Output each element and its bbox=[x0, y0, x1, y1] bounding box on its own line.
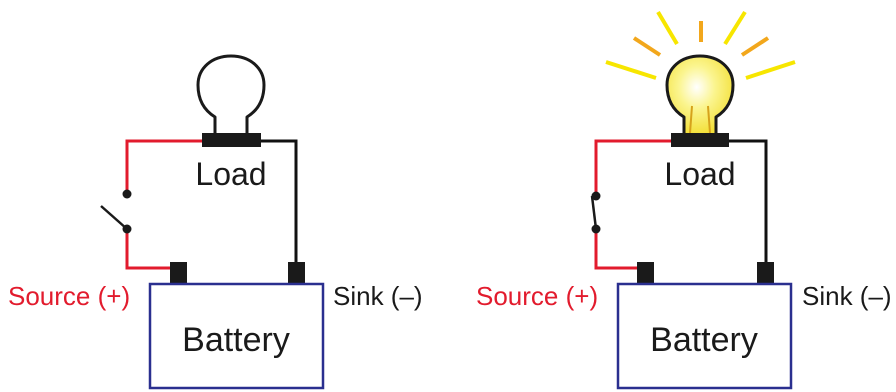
right-bulb-icon bbox=[665, 54, 735, 134]
left-switch-lever bbox=[100, 205, 128, 230]
left-load-socket bbox=[202, 133, 261, 147]
right-battery-terminal-positive bbox=[637, 262, 654, 284]
left-sink-wire bbox=[261, 139, 298, 262]
left-source-label: Source (+) bbox=[8, 281, 130, 311]
right-bulb-filament bbox=[689, 105, 711, 134]
right-load-label: Load bbox=[664, 156, 735, 192]
right-battery-terminal-negative bbox=[757, 262, 774, 284]
right-source-label: Source (+) bbox=[476, 281, 598, 311]
left-battery-terminal-positive bbox=[170, 262, 187, 284]
right-source-wire-lower bbox=[594, 229, 640, 270]
left-circuit: Load Battery Source (+) Sink (–) bbox=[8, 54, 423, 390]
right-battery-label: Battery bbox=[650, 321, 758, 359]
left-source-wire-lower bbox=[125, 229, 172, 270]
left-sink-label: Sink (–) bbox=[333, 281, 423, 311]
left-battery bbox=[148, 282, 325, 390]
right-source-wire bbox=[594, 139, 671, 194]
right-switch-lever bbox=[590, 195, 598, 230]
right-battery bbox=[616, 282, 793, 390]
right-circuit: Load Battery Source (+) Sink (–) bbox=[476, 10, 892, 390]
right-sink-label: Sink (–) bbox=[802, 281, 892, 311]
left-switch-contact-top bbox=[122, 189, 132, 199]
left-battery-label: Battery bbox=[182, 321, 290, 359]
left-source-wire bbox=[125, 139, 202, 192]
right-switch-contact-top bbox=[591, 191, 601, 201]
left-battery-terminal-negative bbox=[288, 262, 305, 284]
left-load-label: Load bbox=[195, 156, 266, 192]
right-load-socket bbox=[671, 133, 729, 147]
right-sink-wire bbox=[729, 139, 768, 262]
left-bulb-icon bbox=[196, 54, 266, 134]
light-rays-icon bbox=[605, 10, 796, 80]
